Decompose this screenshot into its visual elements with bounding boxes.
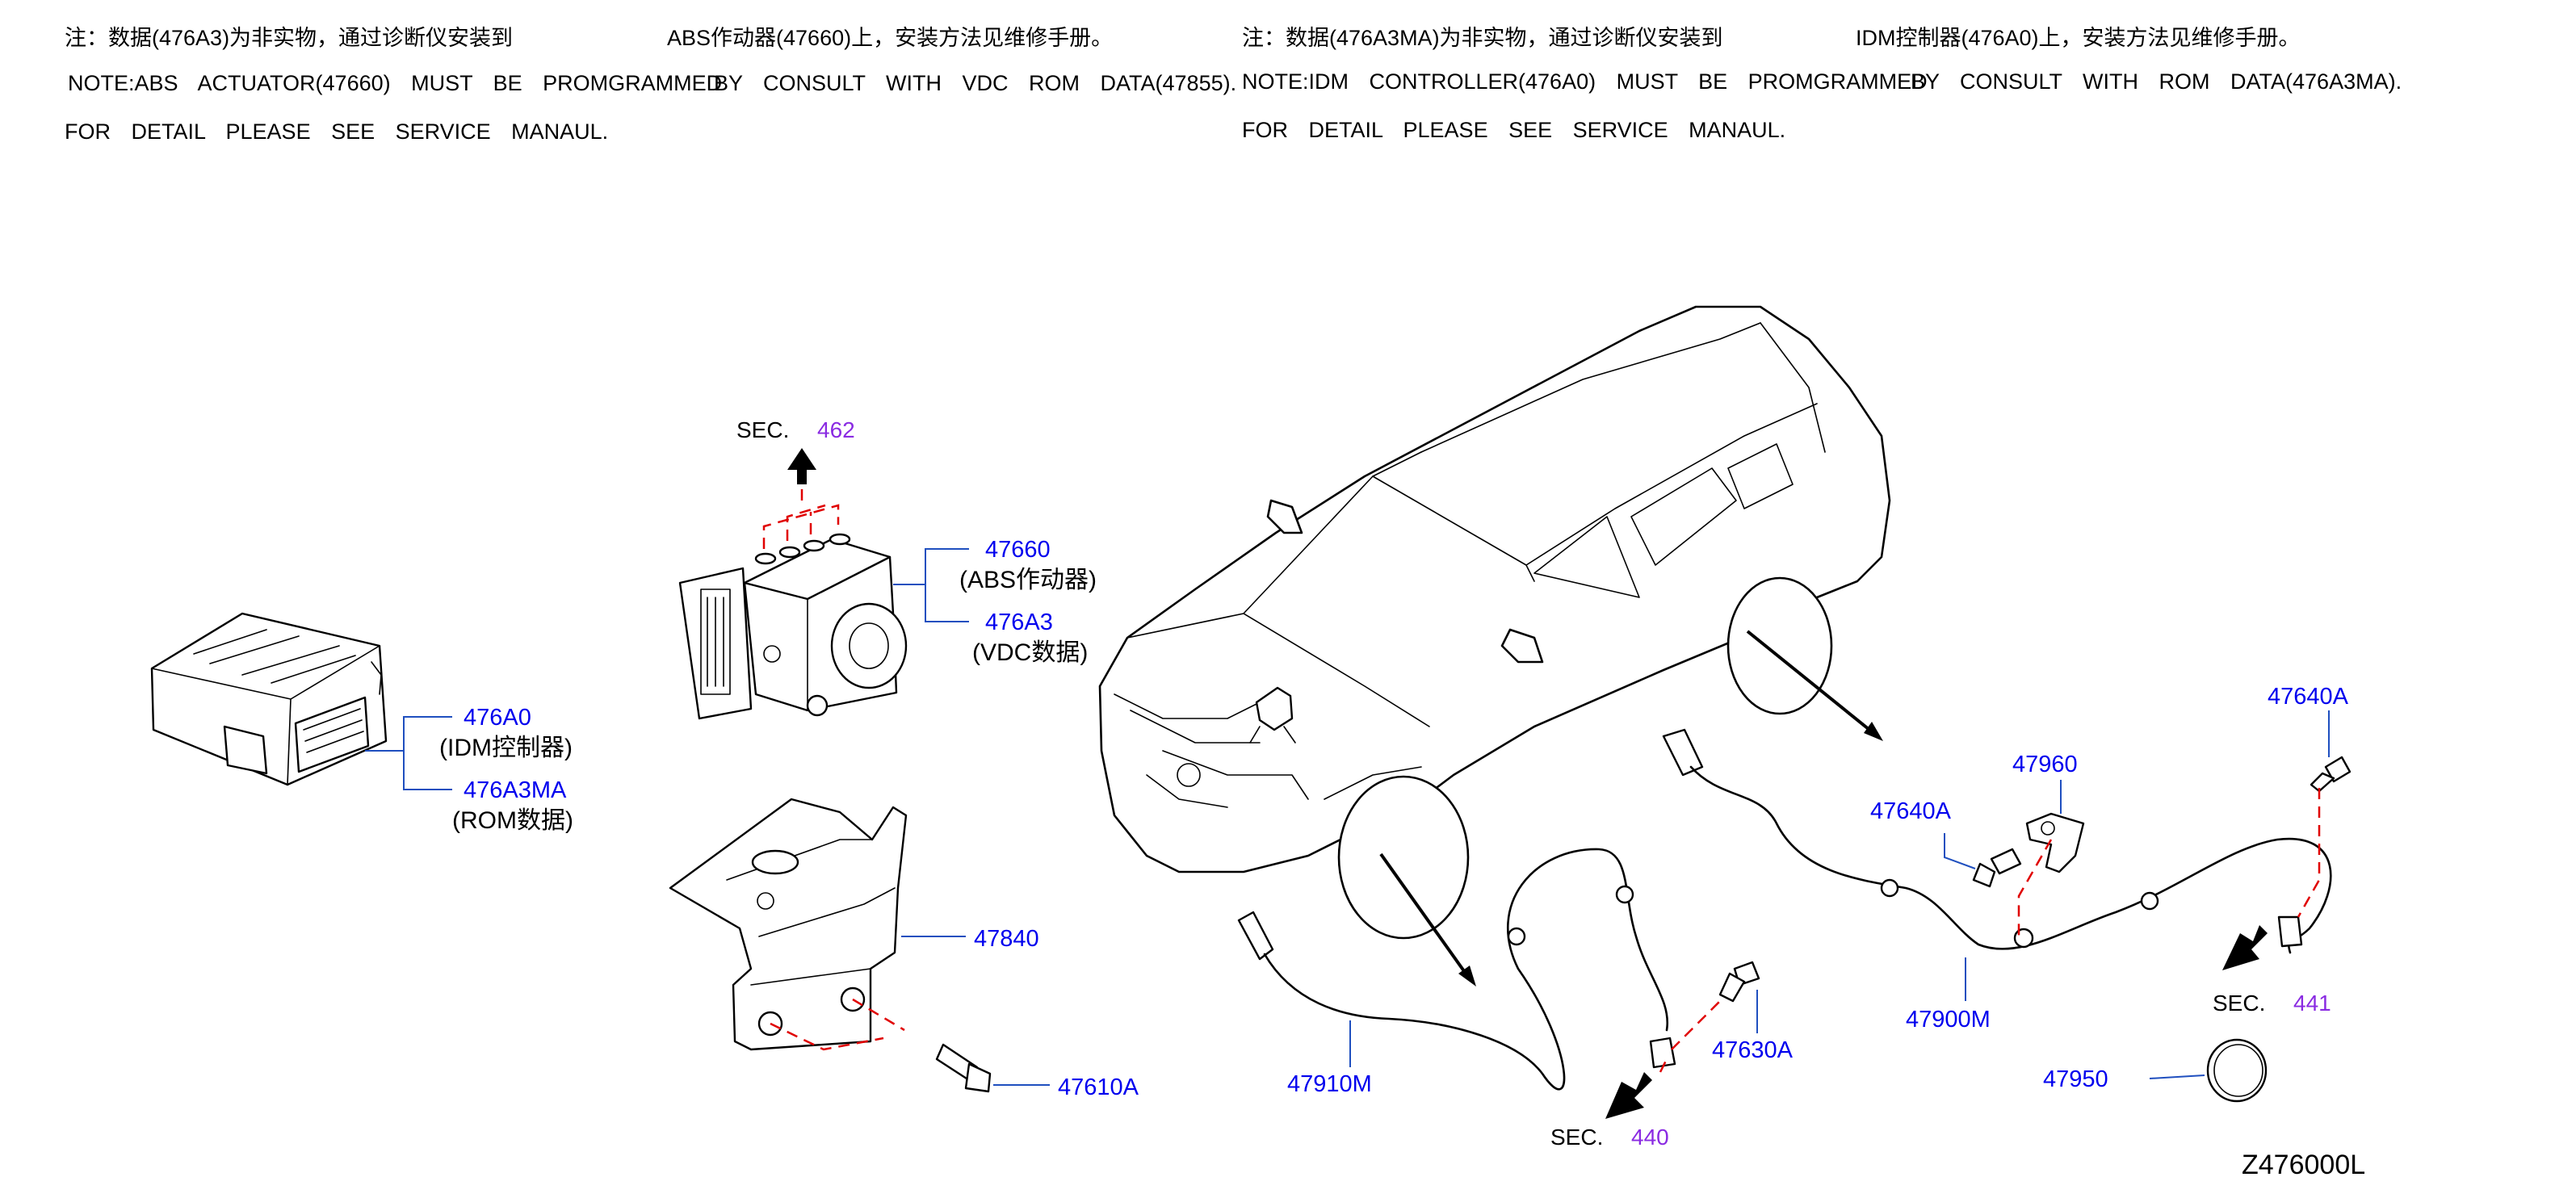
sec-441-number[interactable]: 441 (2293, 991, 2331, 1016)
leader-476A0 (365, 716, 452, 790)
part-47660-desc: (ABS作动器) (959, 567, 1097, 593)
bracket-bolt-dash (770, 998, 905, 1051)
part-47950[interactable]: 47950 (2043, 1066, 2108, 1092)
part-476A3MA-desc: (ROM数据) (452, 807, 573, 834)
front-sensor-illustration (1237, 848, 1676, 1091)
ring-47950-illustration (2206, 1038, 2268, 1103)
bracket-illustration (669, 798, 908, 1051)
vehicle-illustration (1098, 305, 1891, 986)
sec-462-callout[interactable]: SEC. 462 (736, 417, 855, 484)
part-476A0-desc: (IDM控制器) (439, 735, 573, 761)
note-right-en-2: BY CONSULT WITH ROM DATA(476A3MA). (1911, 69, 2402, 94)
leader-47660 (893, 548, 969, 622)
part-47910M[interactable]: 47910M (1287, 1071, 1372, 1097)
note-left-cn-1: 注：数据(476A3)为非实物，通过诊断仪安装到 (65, 26, 513, 50)
part-47960[interactable]: 47960 (2012, 752, 2078, 777)
part-476A3MA[interactable]: 476A3MA (464, 777, 567, 803)
note-right-en-3: FOR DETAIL PLEASE SEE SERVICE MANAUL. (1242, 118, 1785, 142)
part-47640A-mid[interactable]: 47640A (1870, 798, 1952, 824)
part-47630A[interactable]: 47630A (1712, 1037, 1794, 1063)
down-left-arrow-icon (1605, 1072, 1652, 1119)
part-47640A-right[interactable]: 47640A (2268, 684, 2349, 710)
part-476A3[interactable]: 476A3 (985, 609, 1053, 635)
sec-440-number[interactable]: 440 (1631, 1125, 1669, 1150)
sec-440-word: SEC. (1550, 1125, 1603, 1150)
abs-actuator-illustration (678, 488, 908, 720)
sec-441-word: SEC. (2213, 991, 2265, 1016)
sec-462-number[interactable]: 462 (817, 417, 855, 442)
part-47840[interactable]: 47840 (974, 926, 1039, 952)
sec-462-word: SEC. (736, 417, 789, 442)
bolt-47630A-illustration (1718, 961, 1760, 1003)
part-476A0[interactable]: 476A0 (464, 705, 531, 731)
idm-controller-illustration (150, 612, 388, 786)
note-right-cn-1: 注：数据(476A3MA)为非实物，通过诊断仪安装到 (1242, 26, 1723, 50)
up-arrow-icon (787, 448, 816, 484)
part-47660[interactable]: 47660 (985, 537, 1051, 563)
note-left-en-1: NOTE:ABS ACTUATOR(47660) MUST BE PROMGRA… (68, 71, 722, 95)
part-47900M[interactable]: 47900M (1906, 1007, 1991, 1033)
leader-47950 (2149, 1074, 2205, 1079)
part-476A3-desc: (VDC数据) (972, 639, 1088, 666)
bolt-47640A-right-illustration (2310, 756, 2352, 793)
bracket-47960-illustration (2025, 812, 2085, 873)
notes: 注：数据(476A3)为非实物，通过诊断仪安装到 ABS作动器(47660)上，… (65, 26, 2402, 144)
note-right-en-1: NOTE:IDM CONTROLLER(476A0) MUST BE PROMG… (1242, 69, 1928, 94)
rear-sensor-dash (2017, 839, 2053, 941)
rear-bolt-dash (2297, 788, 2321, 918)
diagram-code: Z476000L (2242, 1150, 2365, 1180)
down-left-arrow-icon (2222, 925, 2268, 970)
rear-sensor-illustration (1662, 728, 2332, 954)
note-left-en-2: BY CONSULT WITH VDC ROM DATA(47855). (714, 71, 1236, 95)
note-right-cn-2: IDM控制器(476A0)上，安装方法见维修手册。 (1856, 26, 2301, 50)
leader-47640A-mid (1944, 833, 1976, 869)
sec-440-callout[interactable]: SEC. 440 (1550, 1072, 1669, 1150)
note-left-cn-2: ABS作动器(47660)上，安装方法见维修手册。 (667, 26, 1113, 50)
note-left-en-3: FOR DETAIL PLEASE SEE SERVICE MANAUL. (65, 119, 608, 144)
sec-441-callout[interactable]: SEC. 441 (2213, 925, 2331, 1016)
part-47610A[interactable]: 47610A (1058, 1074, 1139, 1100)
bolt-47610A-illustration (935, 1043, 992, 1093)
bolt-47640A-mid-illustration (1972, 848, 2022, 888)
